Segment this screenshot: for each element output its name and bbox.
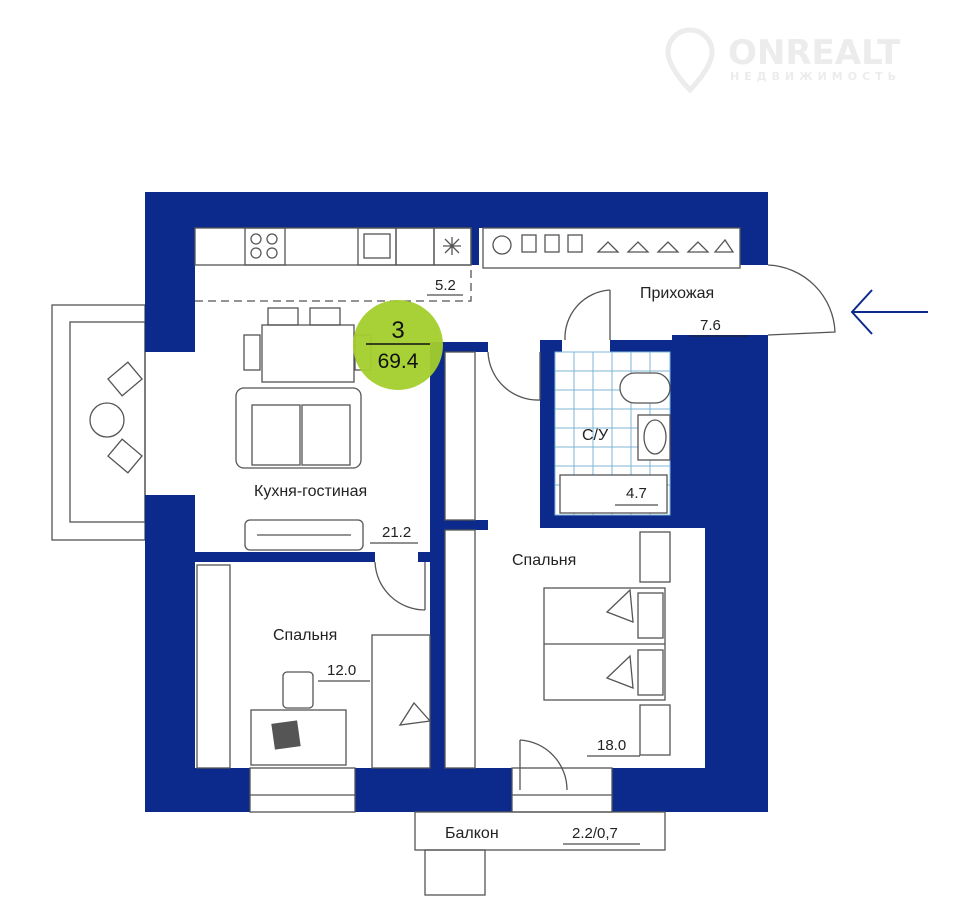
balcony-area: 2.2/0,7 (572, 825, 618, 842)
room-labels: 5.2 Прихожая 7.6 С/У 4.7 Кухня-гостиная … (254, 277, 748, 845)
hall-area: 7.6 (700, 317, 721, 334)
doors (374, 264, 836, 791)
living-label: Кухня-гостиная (254, 483, 367, 500)
logo-brand: ONREALT (728, 33, 901, 73)
bathroom (554, 351, 671, 516)
hall-label: Прихожая (640, 285, 714, 302)
closets (196, 351, 476, 769)
balcony-label: Балкон (445, 825, 499, 842)
apartment-badge: 3 69.4 (353, 300, 443, 390)
walls (145, 192, 768, 812)
hall-wardrobe (482, 227, 741, 269)
logo-tagline: НЕДВИЖИМОСТЬ (730, 70, 901, 83)
bathroom-label: С/У (582, 427, 609, 444)
living-furniture (235, 307, 372, 551)
arrow-left-icon (850, 289, 928, 335)
bottom-balcony (414, 811, 666, 896)
kitchen-area: 5.2 (435, 277, 456, 294)
bathroom-area: 4.7 (626, 485, 647, 502)
living-area: 21.2 (382, 524, 411, 541)
bedroom-large-label: Спальня (512, 552, 576, 569)
total-area: 69.4 (378, 350, 419, 373)
bedroom-small-area: 12.0 (327, 662, 356, 679)
onrealt-logo: ONREALT НЕДВИЖИМОСТЬ (665, 27, 901, 94)
rooms-count: 3 (391, 317, 404, 344)
left-balcony (51, 304, 146, 541)
bedroom-small-label: Спальня (273, 627, 337, 644)
kitchen-counter (194, 227, 472, 302)
bedroom-furniture (250, 531, 671, 769)
bedroom-large-area: 18.0 (597, 737, 626, 754)
